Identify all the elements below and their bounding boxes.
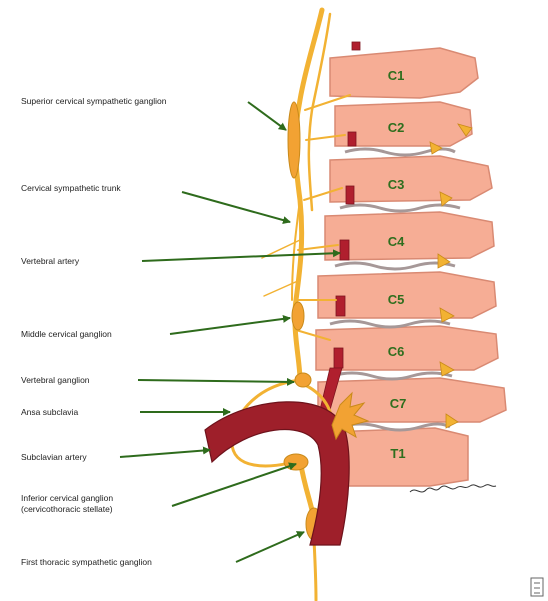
- label-first-thoracic-ganglion: First thoracic sympathetic ganglion: [21, 557, 152, 567]
- vertebra-label-c2: C2: [388, 120, 405, 135]
- vertebra-c4-body: [325, 212, 494, 260]
- label-vertebral-artery: Vertebral artery: [21, 256, 79, 266]
- vertebra-labels: C1 C2 C3 C4 C5 C6 C7 T1: [388, 68, 407, 461]
- label-ansa-subclavia: Ansa subclavia: [21, 407, 78, 417]
- middle-cervical-ganglion: [292, 302, 304, 330]
- label-superior-cervical-ganglion: Superior cervical sympathetic ganglion: [21, 96, 167, 106]
- arrow-vertebral-artery: [142, 253, 340, 261]
- label-cervical-sympathetic-trunk: Cervical sympathetic trunk: [21, 183, 121, 193]
- label-vertebral-ganglion: Vertebral ganglion: [21, 375, 90, 385]
- label-inferior-cervical-ganglion: Inferior cervical ganglion: [21, 493, 113, 503]
- arrow-trunk: [182, 192, 290, 222]
- vertebra-label-c1: C1: [388, 68, 405, 83]
- vertebral-ganglion: [295, 373, 311, 387]
- arrow-subclavian: [120, 450, 210, 457]
- arrow-first-thoracic: [236, 532, 304, 562]
- vertebra-label-t1: T1: [390, 446, 405, 461]
- arrow-inferior: [172, 464, 296, 506]
- vertebra-label-c4: C4: [388, 234, 405, 249]
- arrow-middle: [170, 318, 290, 334]
- vertebra-label-c5: C5: [388, 292, 405, 307]
- vertebra-label-c3: C3: [388, 177, 405, 192]
- superior-cervical-ganglion: [288, 102, 300, 178]
- subclavian-artery: [205, 402, 349, 545]
- vertebra-label-c7: C7: [390, 396, 407, 411]
- arrow-superior: [248, 102, 286, 130]
- arrow-vertebral-ganglion: [138, 380, 294, 382]
- label-middle-cervical-ganglion: Middle cervical ganglion: [21, 329, 112, 339]
- vertebra-label-c6: C6: [388, 344, 405, 359]
- label-inferior-cervical-ganglion-sub: (cervicothoracic stellate): [21, 504, 113, 514]
- corner-mark: [531, 578, 543, 596]
- label-subclavian-artery: Subclavian artery: [21, 452, 87, 462]
